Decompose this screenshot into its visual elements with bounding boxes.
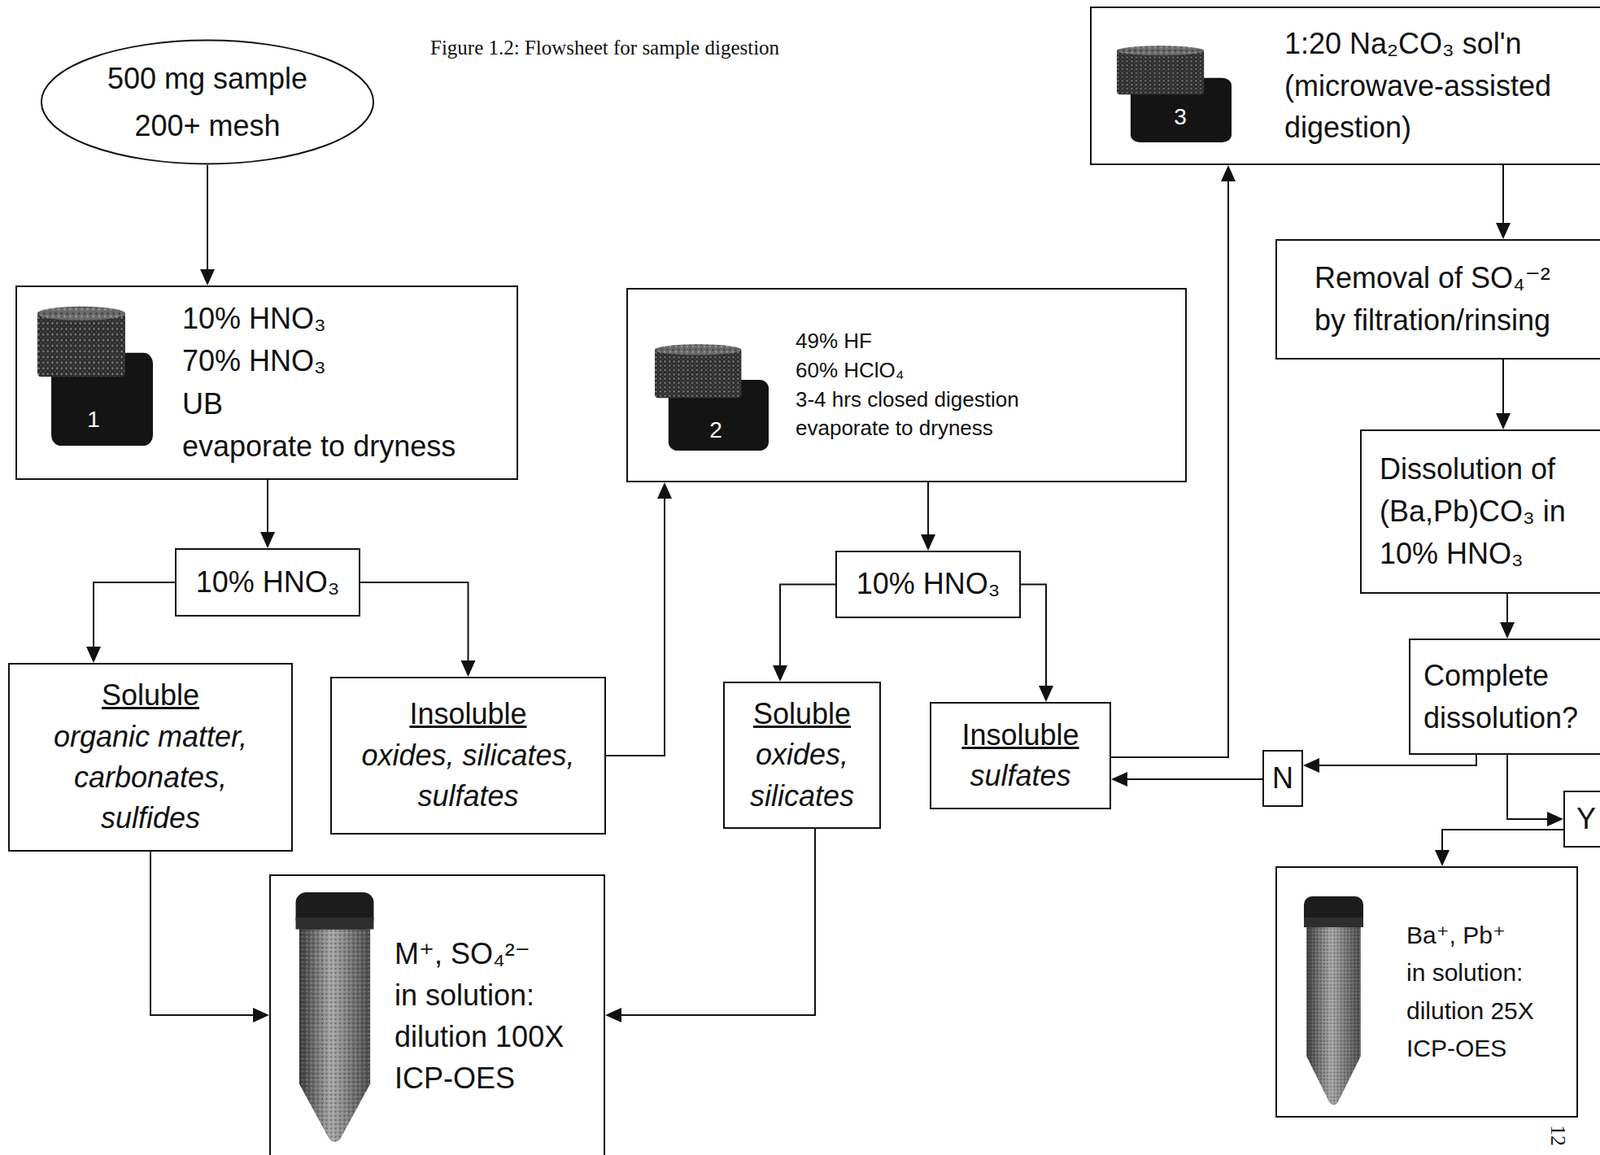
flow-arrow xyxy=(605,828,816,1023)
node-text: N xyxy=(1272,760,1294,796)
flow-arrow xyxy=(260,479,275,549)
fraction-box: Insolubleoxides, silicates, sulfates xyxy=(330,676,606,835)
result-box: M⁺, SO₄²⁻in solution:dilution 100XICP-OE… xyxy=(269,874,606,1155)
tube-icon xyxy=(1299,896,1368,1108)
flow-arrow xyxy=(1020,584,1054,703)
decision-box: Complete dissolution? xyxy=(1408,638,1600,755)
flow-arrow xyxy=(1495,165,1511,240)
flow-arrow xyxy=(1111,771,1263,787)
node-text: 3-4 hrs closed digestion xyxy=(795,385,1020,415)
flow-arrow xyxy=(1303,754,1477,773)
node-text: dilution 25X xyxy=(1406,992,1535,1031)
node-text: oxides, silicates, sulfates xyxy=(342,735,595,818)
callout-number: 1 xyxy=(87,403,101,437)
node-text: 500 mg sample xyxy=(107,55,308,103)
flow-arrow xyxy=(1499,593,1515,639)
digestion-box: 10% HNO₃70% HNO₃UBevaporate to dryness 1 xyxy=(15,285,519,480)
callout-number: 3 xyxy=(1173,100,1187,134)
fraction-box: Solubleorganic matter, carbonates, sulfi… xyxy=(8,662,293,852)
node-text: Dissolution of (Ba,Pb)CO₃ in 10% HNO₃ xyxy=(1379,448,1592,575)
node-text: Insoluble xyxy=(961,714,1079,756)
flow-arrow xyxy=(86,582,175,663)
node-text: Ba⁺, Pb⁺ xyxy=(1406,916,1506,955)
node-text: organic matter, carbonates, sulfides xyxy=(32,716,269,840)
flow-arrow xyxy=(1434,829,1564,867)
node-text: 10% HNO₃ xyxy=(182,297,327,341)
node-text: Insoluble xyxy=(409,693,527,735)
flow-arrow xyxy=(1495,359,1511,430)
node-text: evaporate to dryness xyxy=(182,425,456,468)
node-text: 10% HNO₃ xyxy=(856,565,1001,604)
flow-arrow xyxy=(200,165,215,286)
node-text: Complete dissolution? xyxy=(1423,654,1600,740)
node-text: 70% HNO₃ xyxy=(182,340,327,383)
tube-icon xyxy=(290,892,380,1145)
process-box: Removal of SO₄⁻² by filtration/rinsing xyxy=(1275,239,1600,360)
flow-arrow xyxy=(920,482,936,551)
start-ellipse: 500 mg sample200+ mesh xyxy=(39,39,376,166)
node-text: Removal of SO₄⁻² by filtration/rinsing xyxy=(1314,257,1583,342)
node-text: UB xyxy=(182,383,223,426)
node-text: 49% HF xyxy=(795,326,872,357)
node-text: sulfates xyxy=(969,755,1071,797)
node-text: oxides, silicates xyxy=(732,734,872,817)
flow-arrow xyxy=(772,584,836,683)
fraction-box: Insolublesulfates xyxy=(929,701,1112,810)
reagent-box: 10% HNO₃ xyxy=(174,548,361,617)
node-text: Y xyxy=(1576,801,1596,837)
node-text: 1:20 Na₂CO₃ sol'n xyxy=(1284,22,1522,66)
answer-box: N xyxy=(1262,749,1304,807)
node-text: 200+ mesh xyxy=(134,102,280,150)
process-box: Dissolution of (Ba,Pb)CO₃ in 10% HNO₃ xyxy=(1360,429,1600,594)
flow-arrow xyxy=(1507,754,1564,827)
ellipse-outline xyxy=(39,39,376,166)
node-text: (microwave-assisted digestion) xyxy=(1284,65,1586,150)
fraction-box: Solubleoxides, silicates xyxy=(723,681,881,829)
page-number: 12 xyxy=(1545,1124,1570,1147)
result-box: Ba⁺, Pb⁺in solution:dilution 25XICP-OES xyxy=(1275,866,1579,1118)
node-text: evaporate to dryness xyxy=(795,414,994,444)
answer-box: Y xyxy=(1563,790,1600,848)
reagent-box: 10% HNO₃ xyxy=(835,550,1021,619)
node-text: 10% HNO₃ xyxy=(196,563,341,602)
node-text: 60% HClO₄ xyxy=(795,356,904,386)
flow-arrow xyxy=(150,851,270,1023)
figure-caption: Figure 1.2: Flowsheet for sample digesti… xyxy=(430,36,780,60)
digestion-box: 1:20 Na₂CO₃ sol'n(microwave-assisted dig… xyxy=(1089,6,1600,166)
node-text: Soluble xyxy=(101,675,200,716)
node-text: M⁺, SO₄²⁻ xyxy=(394,932,531,975)
node-text: ICP-OES xyxy=(1406,1029,1507,1069)
node-text: Soluble xyxy=(753,693,851,735)
callout-number: 2 xyxy=(709,414,723,447)
node-text: dilution 100X xyxy=(394,1015,564,1058)
node-text: in solution: xyxy=(394,974,535,1016)
flow-arrow xyxy=(605,482,672,756)
digestion-box: 49% HF60% HClO₄3-4 hrs closed digestione… xyxy=(626,287,1187,483)
flow-arrow xyxy=(360,582,476,677)
node-text: in solution: xyxy=(1406,954,1523,993)
node-text: ICP-OES xyxy=(394,1057,515,1099)
